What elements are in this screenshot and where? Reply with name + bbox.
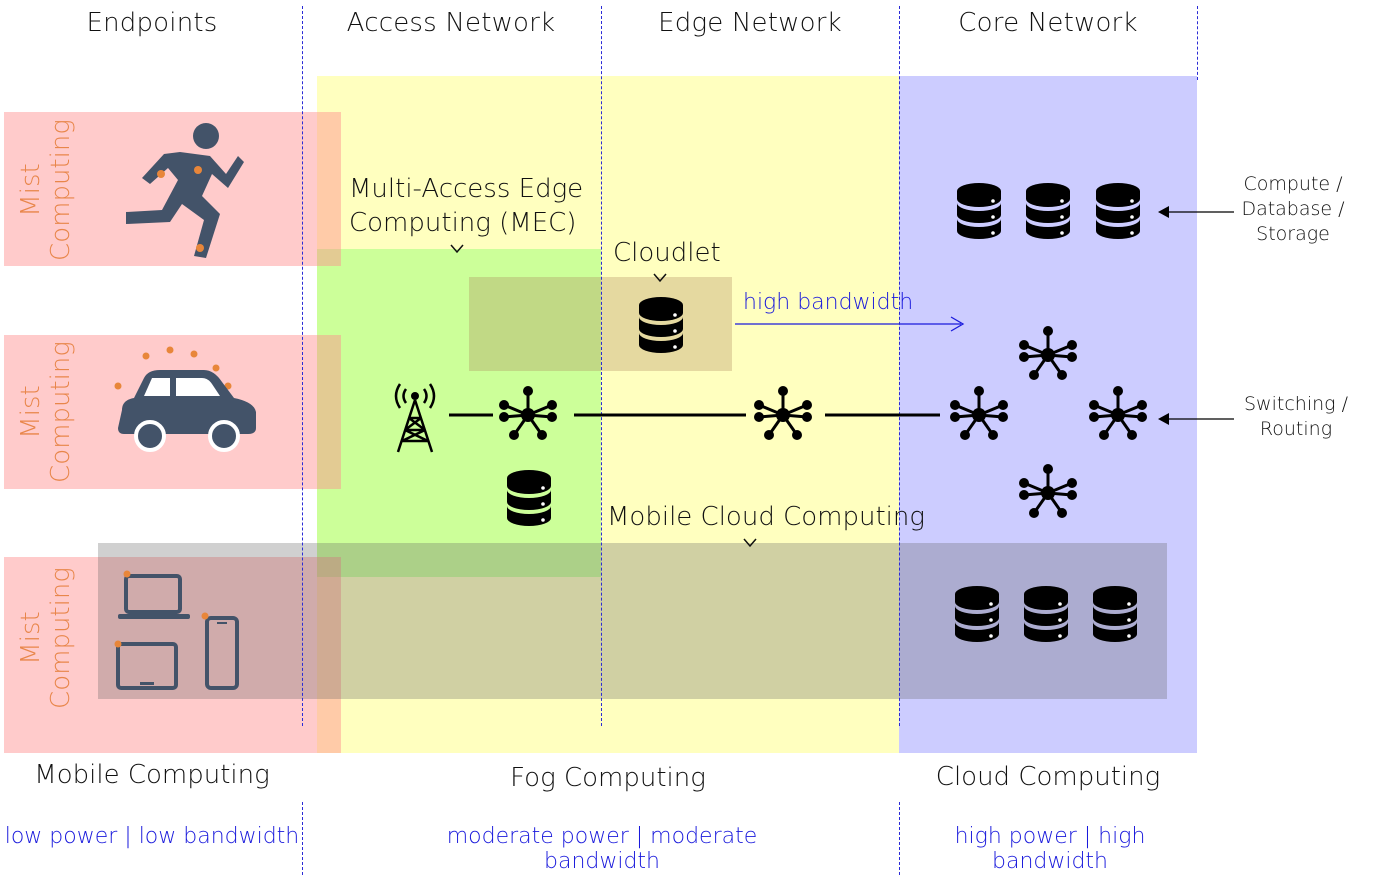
compute-label-line2: Database / xyxy=(1241,198,1345,220)
database-icon xyxy=(955,586,999,642)
mist-band-1 xyxy=(4,112,341,266)
compute-label-line3: Storage xyxy=(1256,223,1330,245)
database-icon xyxy=(1096,183,1140,239)
mec-label-line1: Multi-Access Edge xyxy=(349,174,584,204)
footer-cloud-computing: Cloud Computing xyxy=(935,762,1161,792)
compute-label: Compute / Database / Storage xyxy=(1233,172,1353,247)
high-bandwidth-label: high bandwidth xyxy=(743,290,914,315)
mec-caret-icon xyxy=(450,244,464,254)
header-endpoints: Endpoints xyxy=(86,8,218,38)
cloudlet-label: Cloudlet xyxy=(613,238,721,268)
footer-fog-computing: Fog Computing xyxy=(510,763,706,793)
cloudlet-region xyxy=(469,277,732,371)
separator-access-edge xyxy=(601,6,602,726)
header-access-network: Access Network xyxy=(346,8,556,38)
mec-label-line2: Computing (MEC) xyxy=(349,208,577,238)
footer-mobile-computing: Mobile Computing xyxy=(34,760,270,790)
switching-label: Switching / Routing xyxy=(1236,392,1356,442)
separator-endpoints-access-bottom xyxy=(302,802,303,875)
network-hub-icon xyxy=(948,384,1010,442)
cloudlet-caret-icon xyxy=(653,273,667,283)
network-hub-icon xyxy=(1087,384,1149,442)
devices-icon xyxy=(114,570,239,690)
network-hub-icon xyxy=(752,384,814,442)
network-hub-icon xyxy=(497,384,559,442)
database-icon xyxy=(639,297,683,353)
separator-endpoints-access xyxy=(302,6,303,726)
mist-band-3 xyxy=(4,557,341,753)
mec-label: Multi-Access Edge Computing (MEC) xyxy=(349,172,583,240)
separator-edge-core-bottom xyxy=(899,802,900,875)
switching-label-line1: Switching / xyxy=(1244,393,1348,415)
database-icon xyxy=(507,470,551,526)
separator-core-right xyxy=(1197,6,1198,80)
database-icon xyxy=(1093,586,1137,642)
footer-fog-specs: moderate power | moderate bandwidth xyxy=(446,824,758,874)
mobile-cloud-caret-icon xyxy=(743,538,757,548)
running-person-icon xyxy=(126,123,244,258)
high-bandwidth-arrow-icon xyxy=(735,316,965,332)
database-icon xyxy=(1024,586,1068,642)
footer-mobile-specs: low power | low bandwidth xyxy=(4,824,300,849)
switching-label-line2: Routing xyxy=(1259,418,1333,440)
switching-arrow-icon xyxy=(1158,413,1234,425)
car-icon xyxy=(114,346,256,452)
header-edge-network: Edge Network xyxy=(658,8,842,38)
cell-tower-icon xyxy=(394,383,436,453)
network-hub-icon xyxy=(1017,462,1079,520)
compute-arrow-icon xyxy=(1158,206,1234,218)
separator-edge-core xyxy=(899,6,900,726)
mobile-cloud-label: Mobile Cloud Computing xyxy=(607,502,925,532)
footer-cloud-specs: high power | high bandwidth xyxy=(954,824,1146,874)
database-icon xyxy=(957,183,1001,239)
header-core-network: Core Network xyxy=(958,8,1138,38)
compute-label-line1: Compute / xyxy=(1243,173,1343,195)
network-hub-icon xyxy=(1017,324,1079,382)
database-icon xyxy=(1026,183,1070,239)
